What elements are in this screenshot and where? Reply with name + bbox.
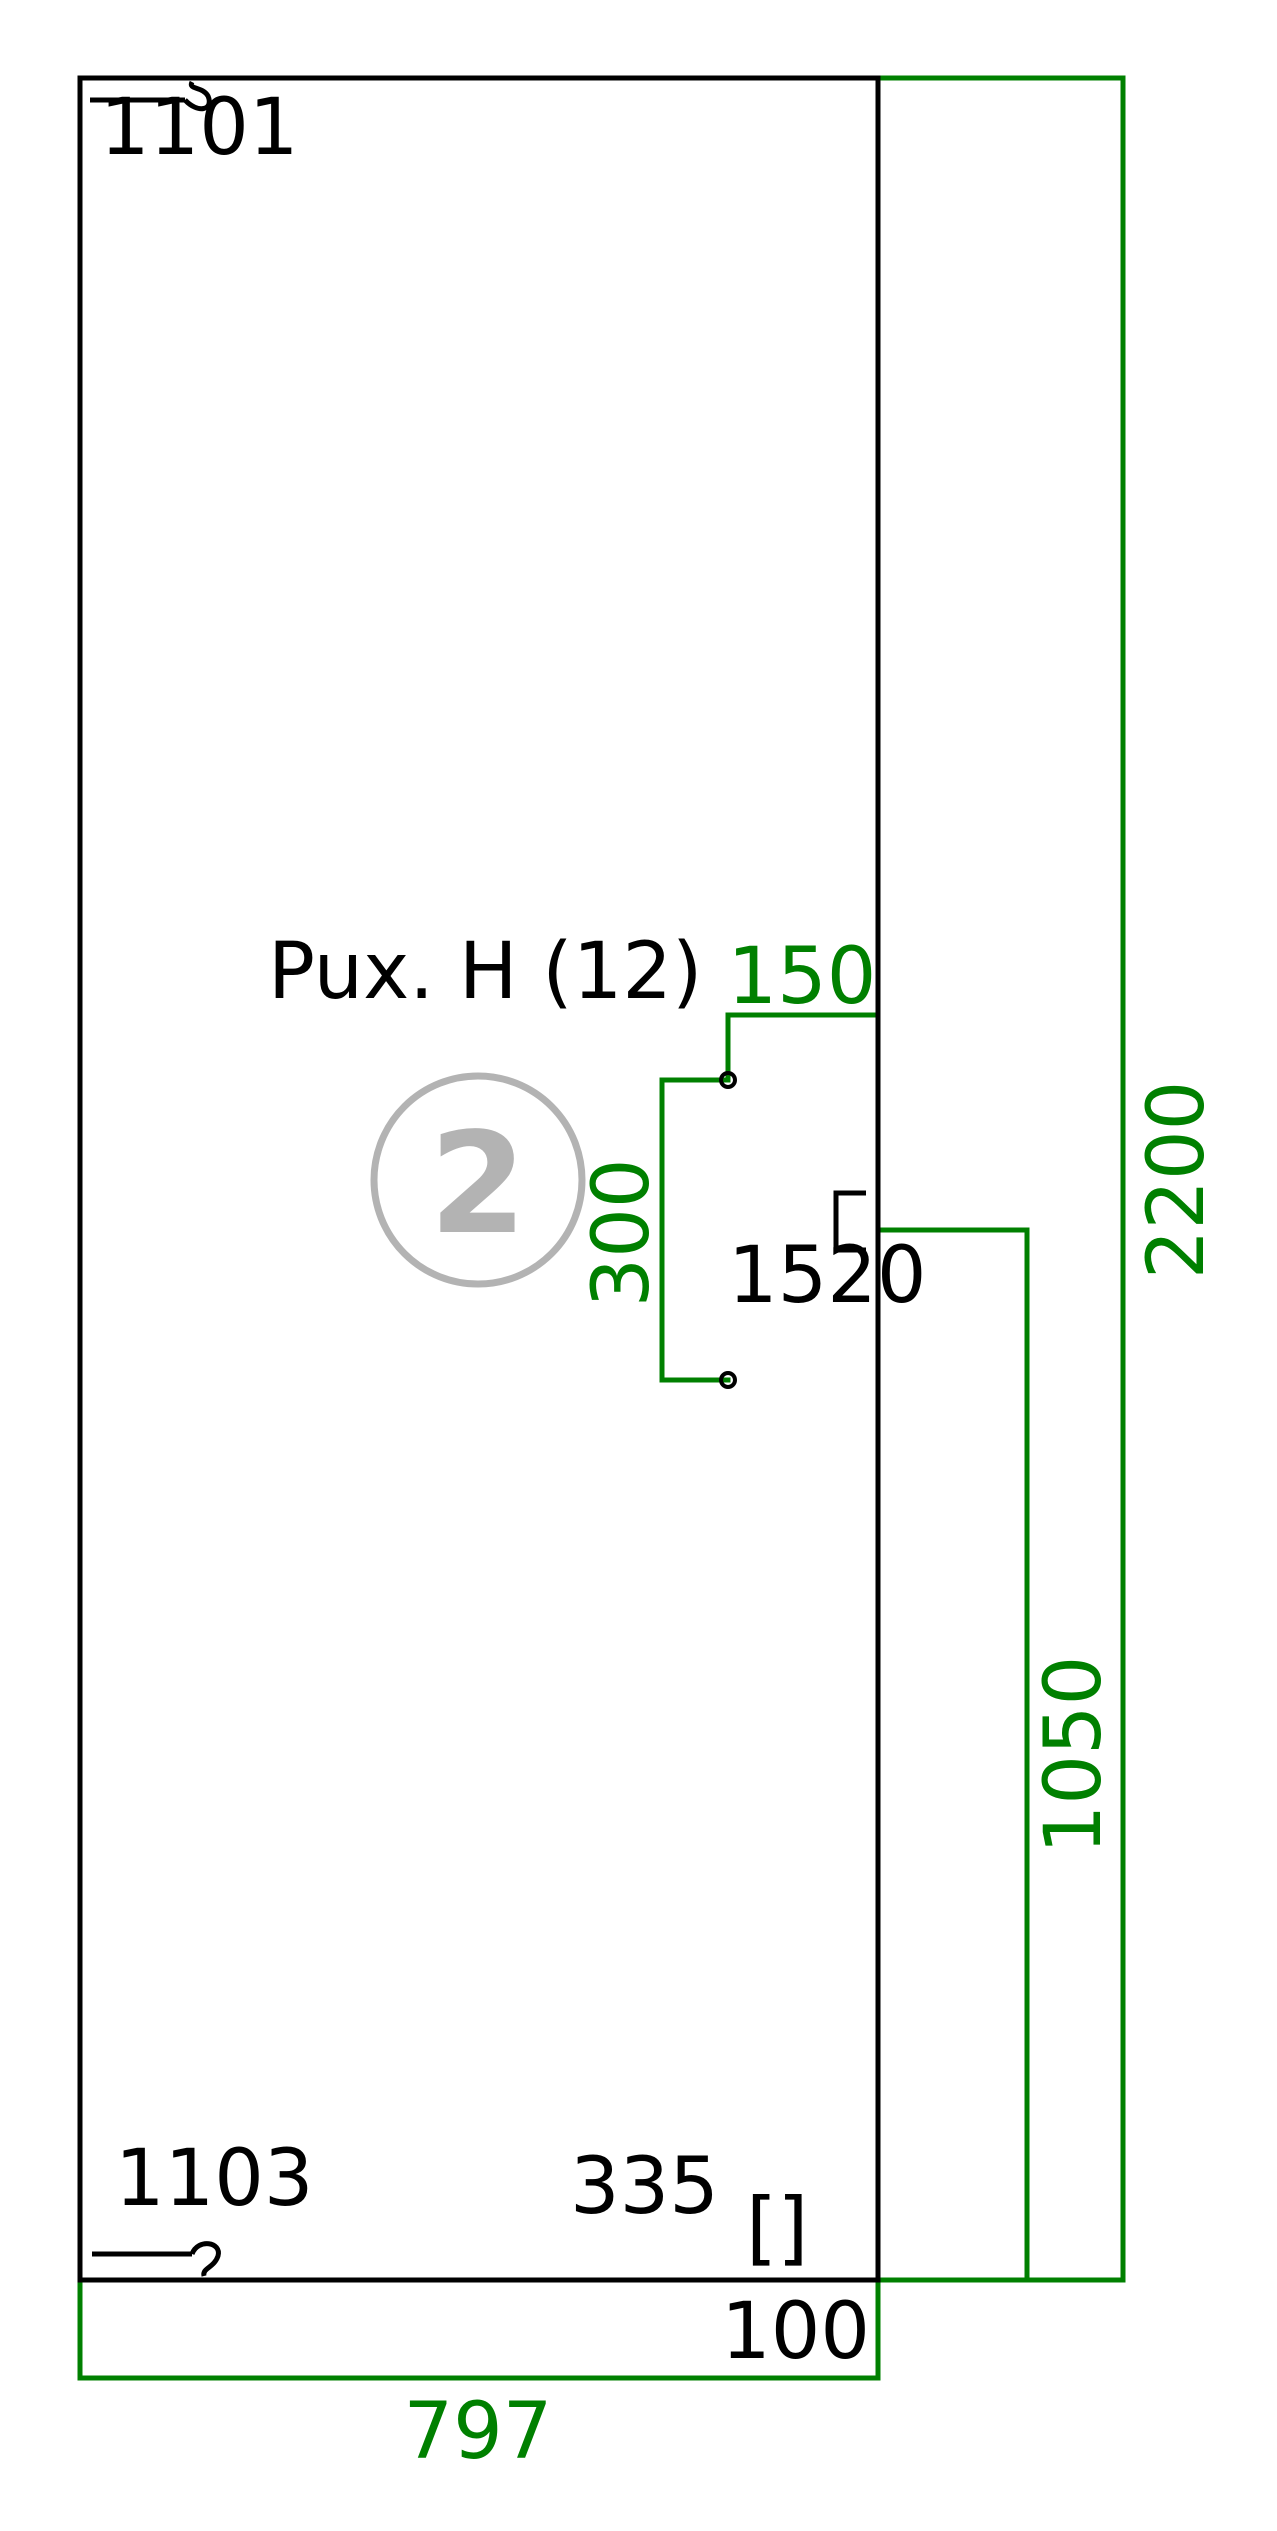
- panel-number-badge: [370, 1072, 586, 1288]
- hardware-height-dimension-line: [875, 1227, 1030, 2283]
- edge-code-top-left: 1101: [100, 83, 299, 173]
- hole-marker-top: [719, 1071, 737, 1089]
- hardware-code-label: 1520: [728, 1231, 927, 1321]
- dimension-lines: [77, 75, 1126, 2381]
- bottom-offset-label: 100: [721, 2287, 870, 2377]
- edge-symbol-bottom-left: [92, 2241, 221, 2277]
- hole-offset-dimension-line: [725, 1012, 881, 1083]
- hole-offset-dimension-label: 150: [728, 932, 877, 1022]
- hole-spacing-dimension-line: [659, 1077, 731, 1383]
- width-dimension-line: [77, 2277, 881, 2381]
- edge-code-bottom-left: 1103: [115, 2134, 314, 2224]
- edge-code-bottom-center: 335: [570, 2142, 719, 2232]
- hole-spacing-dimension-label: 300: [577, 1159, 667, 1308]
- hardware-bracket-icon: [833, 1190, 866, 1253]
- bracket-symbol-label: []: [746, 2181, 808, 2274]
- edge-symbol-top-left: [90, 80, 212, 112]
- height-dimension-line: [875, 75, 1126, 2283]
- panel-title-label: Pux. H (12): [268, 927, 702, 1017]
- panel-outline: [77, 75, 881, 2283]
- panel-number-label: 2: [429, 1103, 526, 1266]
- width-dimension-label: 797: [404, 2387, 553, 2477]
- hardware-height-dimension-label: 1050: [1029, 1656, 1119, 1855]
- height-dimension-label: 2200: [1132, 1081, 1222, 1280]
- hole-marker-bottom: [719, 1371, 737, 1389]
